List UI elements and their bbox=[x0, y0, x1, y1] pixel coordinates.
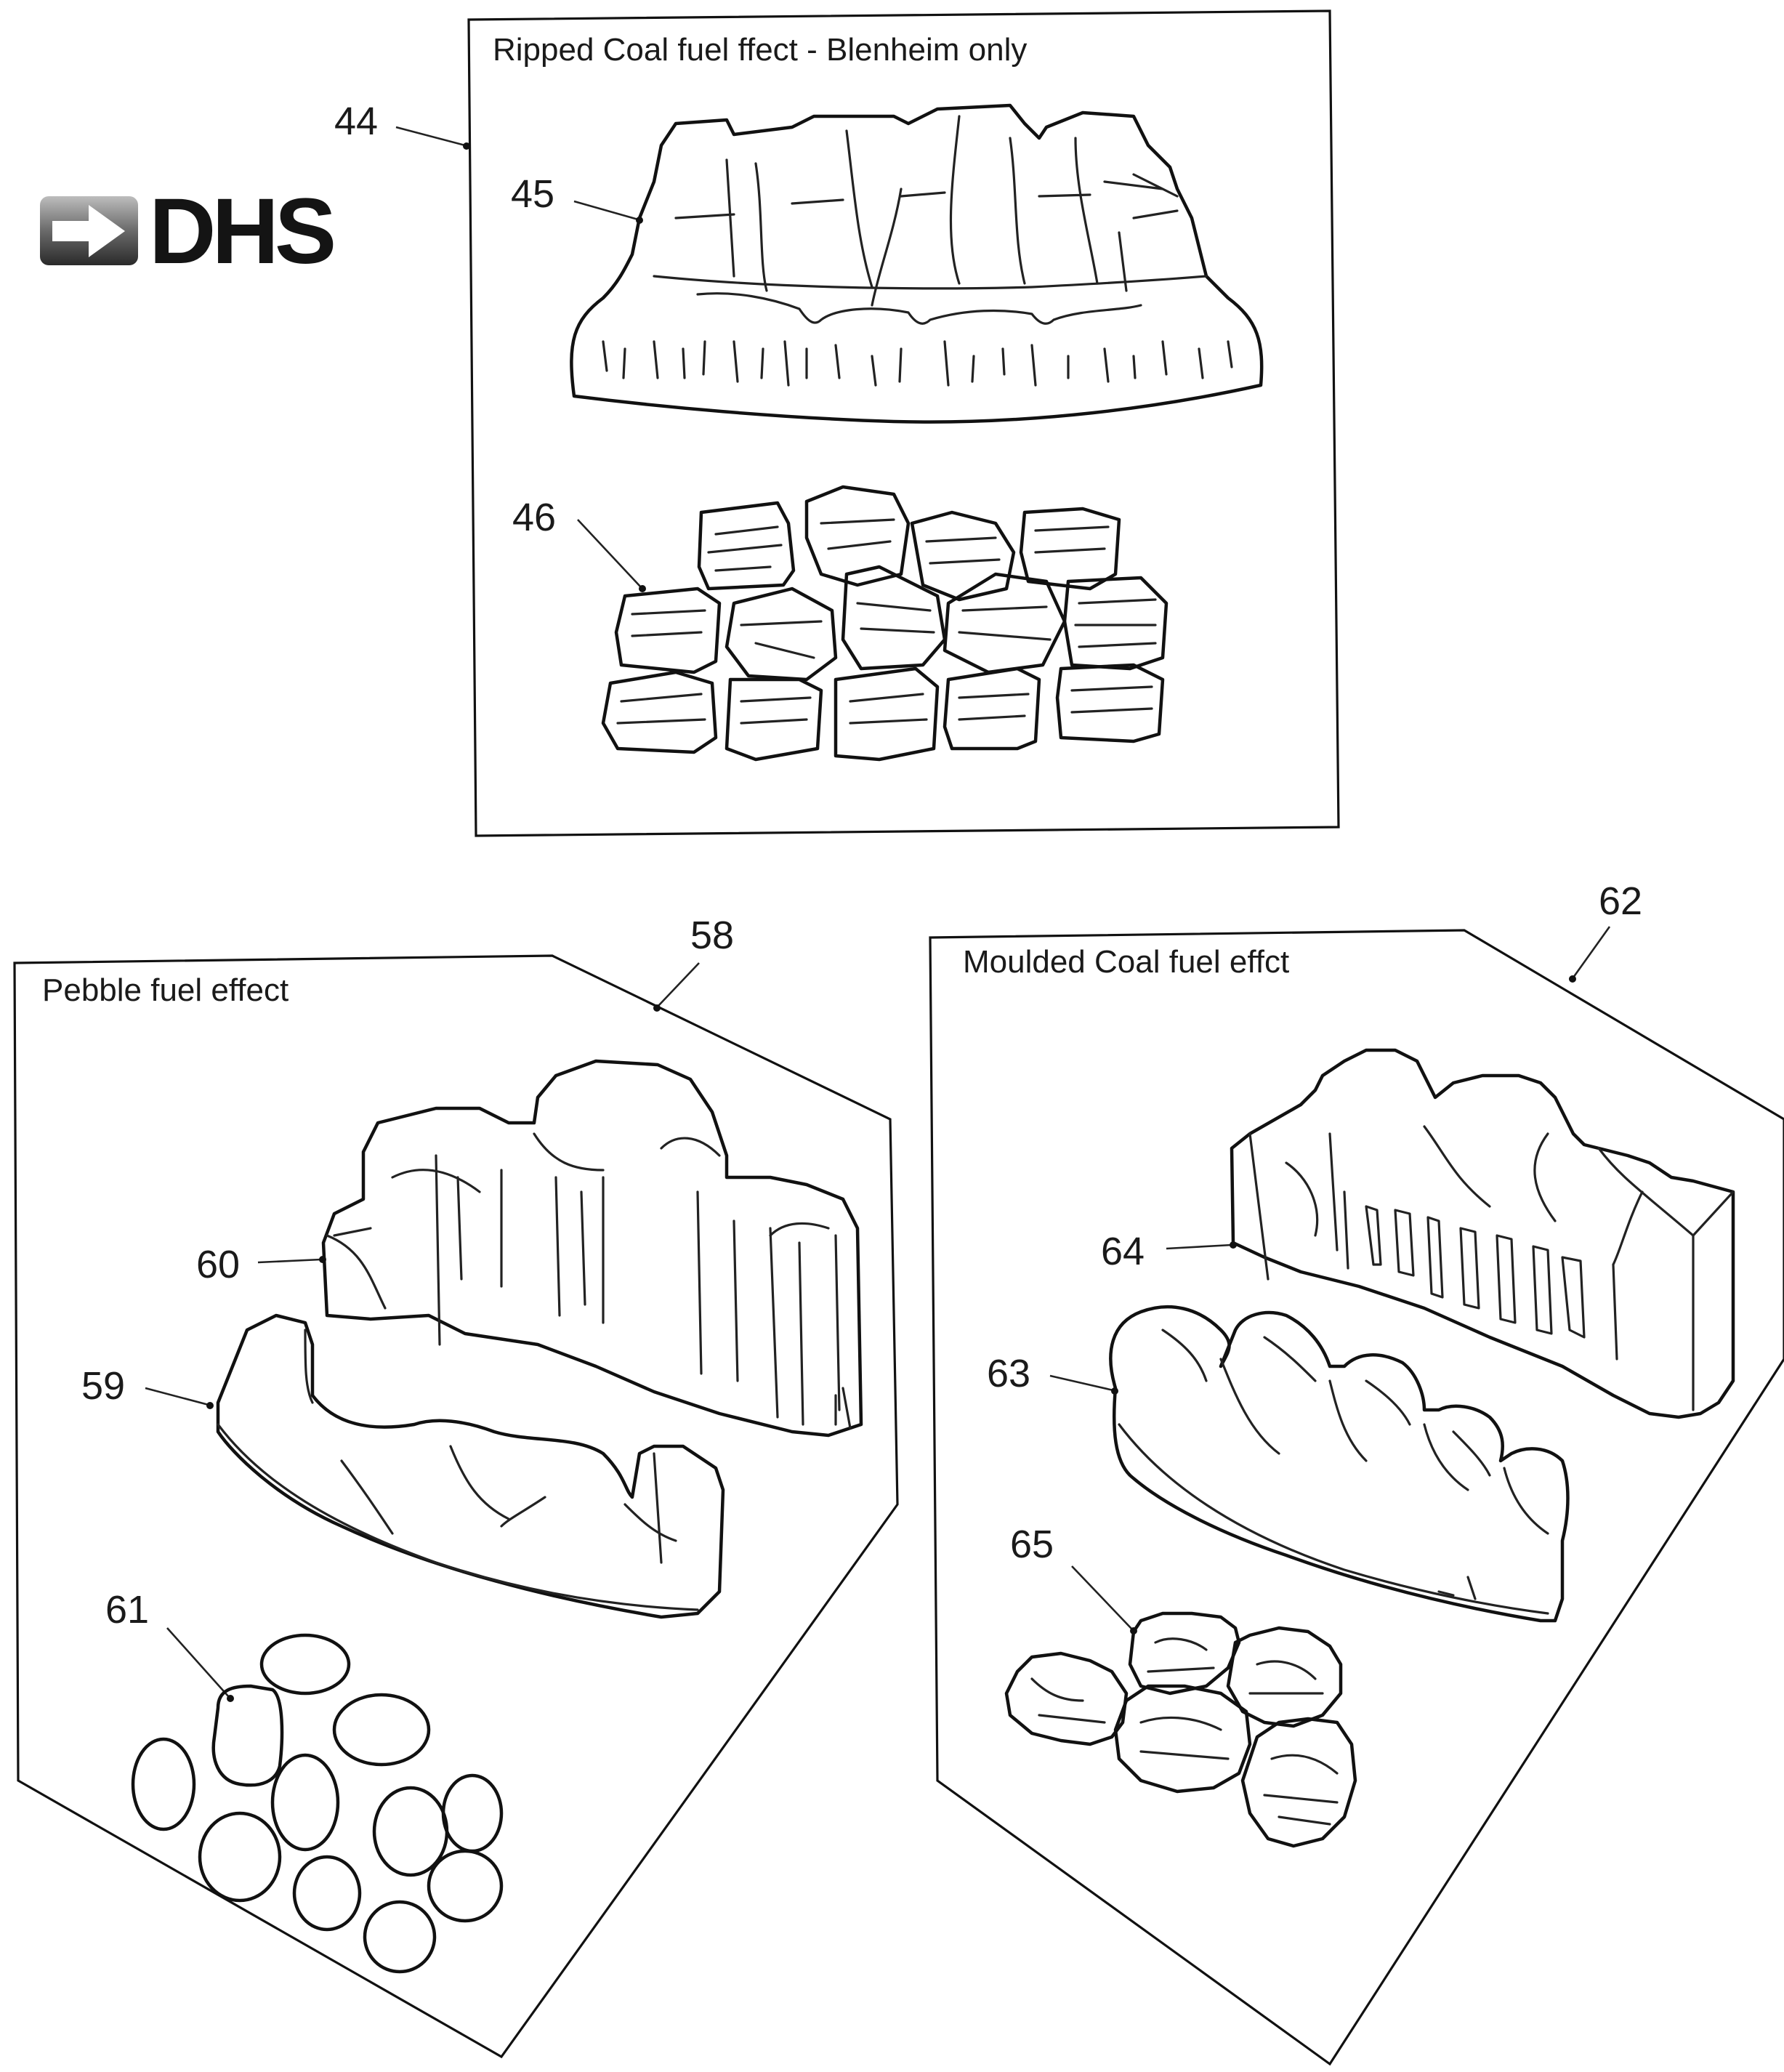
leader-line bbox=[166, 1627, 230, 1698]
coal-cubes bbox=[601, 485, 1169, 762]
panel-frame bbox=[467, 9, 1340, 837]
callout-44: 44 bbox=[334, 100, 378, 143]
leader-dot bbox=[1569, 975, 1576, 983]
panel-frame bbox=[929, 929, 1784, 2066]
leader-line bbox=[395, 126, 466, 147]
leader-dot bbox=[639, 585, 646, 592]
callout-60: 60 bbox=[196, 1243, 240, 1286]
moulded-back-log bbox=[1230, 1048, 1735, 1419]
panel-moulded-coal: Moulded Coal fuel effct 62 64 63 65 bbox=[929, 879, 1784, 2066]
pebble-back-log bbox=[321, 1059, 863, 1438]
leader-dot bbox=[653, 1004, 661, 1012]
callout-61: 61 bbox=[105, 1588, 149, 1632]
moulded-coals bbox=[1004, 1611, 1357, 1848]
leader-dot bbox=[227, 1695, 234, 1702]
panel-title: Pebble fuel effect bbox=[42, 972, 288, 1008]
dhs-logo: DHS bbox=[40, 180, 338, 283]
leader-line bbox=[657, 962, 700, 1007]
leader-line bbox=[573, 200, 639, 221]
callout-45: 45 bbox=[511, 172, 554, 216]
leader-dot bbox=[206, 1402, 214, 1409]
callout-46: 46 bbox=[512, 496, 556, 539]
callout-58: 58 bbox=[690, 914, 734, 957]
pebbles bbox=[131, 1633, 504, 1974]
leader-line bbox=[145, 1387, 209, 1406]
leader-line bbox=[1071, 1565, 1133, 1630]
logo-text: DHS bbox=[149, 180, 334, 283]
leader-line bbox=[257, 1258, 322, 1264]
ripped-coal-log bbox=[570, 103, 1264, 424]
pebble-tray bbox=[216, 1313, 725, 1619]
leader-line bbox=[1049, 1374, 1114, 1392]
leader-line bbox=[577, 519, 642, 588]
arrow-right-icon bbox=[52, 205, 125, 257]
leader-dot bbox=[463, 142, 470, 150]
callout-64: 64 bbox=[1101, 1230, 1145, 1273]
leader-line bbox=[1166, 1243, 1232, 1250]
callout-63: 63 bbox=[987, 1352, 1030, 1395]
panel-ripped-coal: Ripped Coal fuel ffect - Blenheim only 4… bbox=[334, 9, 1340, 837]
panel-pebble: Pebble fuel effect 58 60 59 61 bbox=[13, 914, 899, 2059]
panel-frame bbox=[13, 954, 899, 2059]
moulded-tray bbox=[1109, 1305, 1570, 1623]
leader-line bbox=[1572, 926, 1611, 978]
callout-59: 59 bbox=[81, 1364, 125, 1408]
callout-65: 65 bbox=[1010, 1523, 1054, 1566]
panel-title: Ripped Coal fuel ffect - Blenheim only bbox=[493, 32, 1027, 68]
panel-title: Moulded Coal fuel effct bbox=[963, 944, 1289, 980]
callout-62: 62 bbox=[1599, 879, 1642, 923]
